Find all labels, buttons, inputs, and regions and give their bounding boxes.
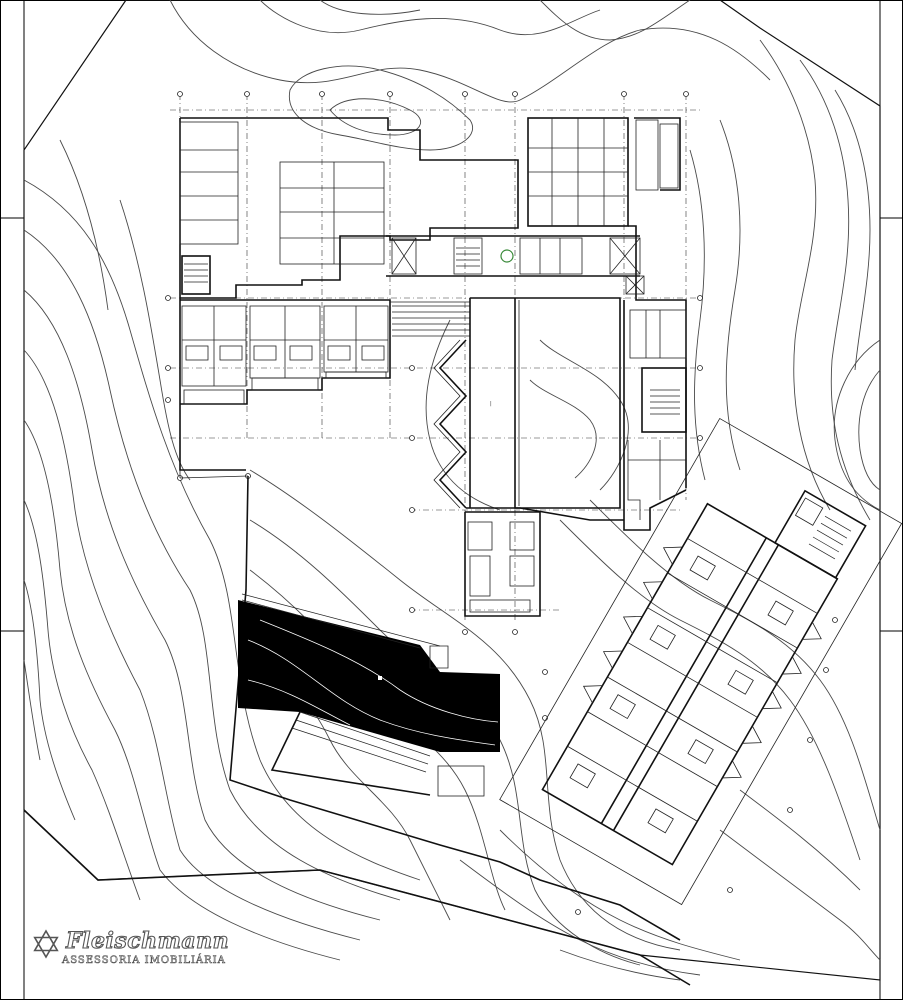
svg-text:|: | <box>490 401 492 407</box>
grid-markers <box>165 91 838 915</box>
topographic-contours <box>23 0 881 981</box>
watermark-subtitle: ASSESSORIA IMOBILIÁRIA <box>62 955 226 967</box>
apartment-units-row <box>180 299 470 405</box>
angled-residential-block <box>499 417 903 906</box>
service-block <box>464 511 541 617</box>
access-road <box>23 470 691 986</box>
watermark-brand-name: Fleischmann <box>65 927 230 954</box>
watermark-logo <box>33 929 59 959</box>
main-building <box>179 117 687 531</box>
central-hall: | <box>433 297 624 521</box>
star-of-david-icon <box>33 929 59 959</box>
pool-terrace <box>229 475 681 941</box>
